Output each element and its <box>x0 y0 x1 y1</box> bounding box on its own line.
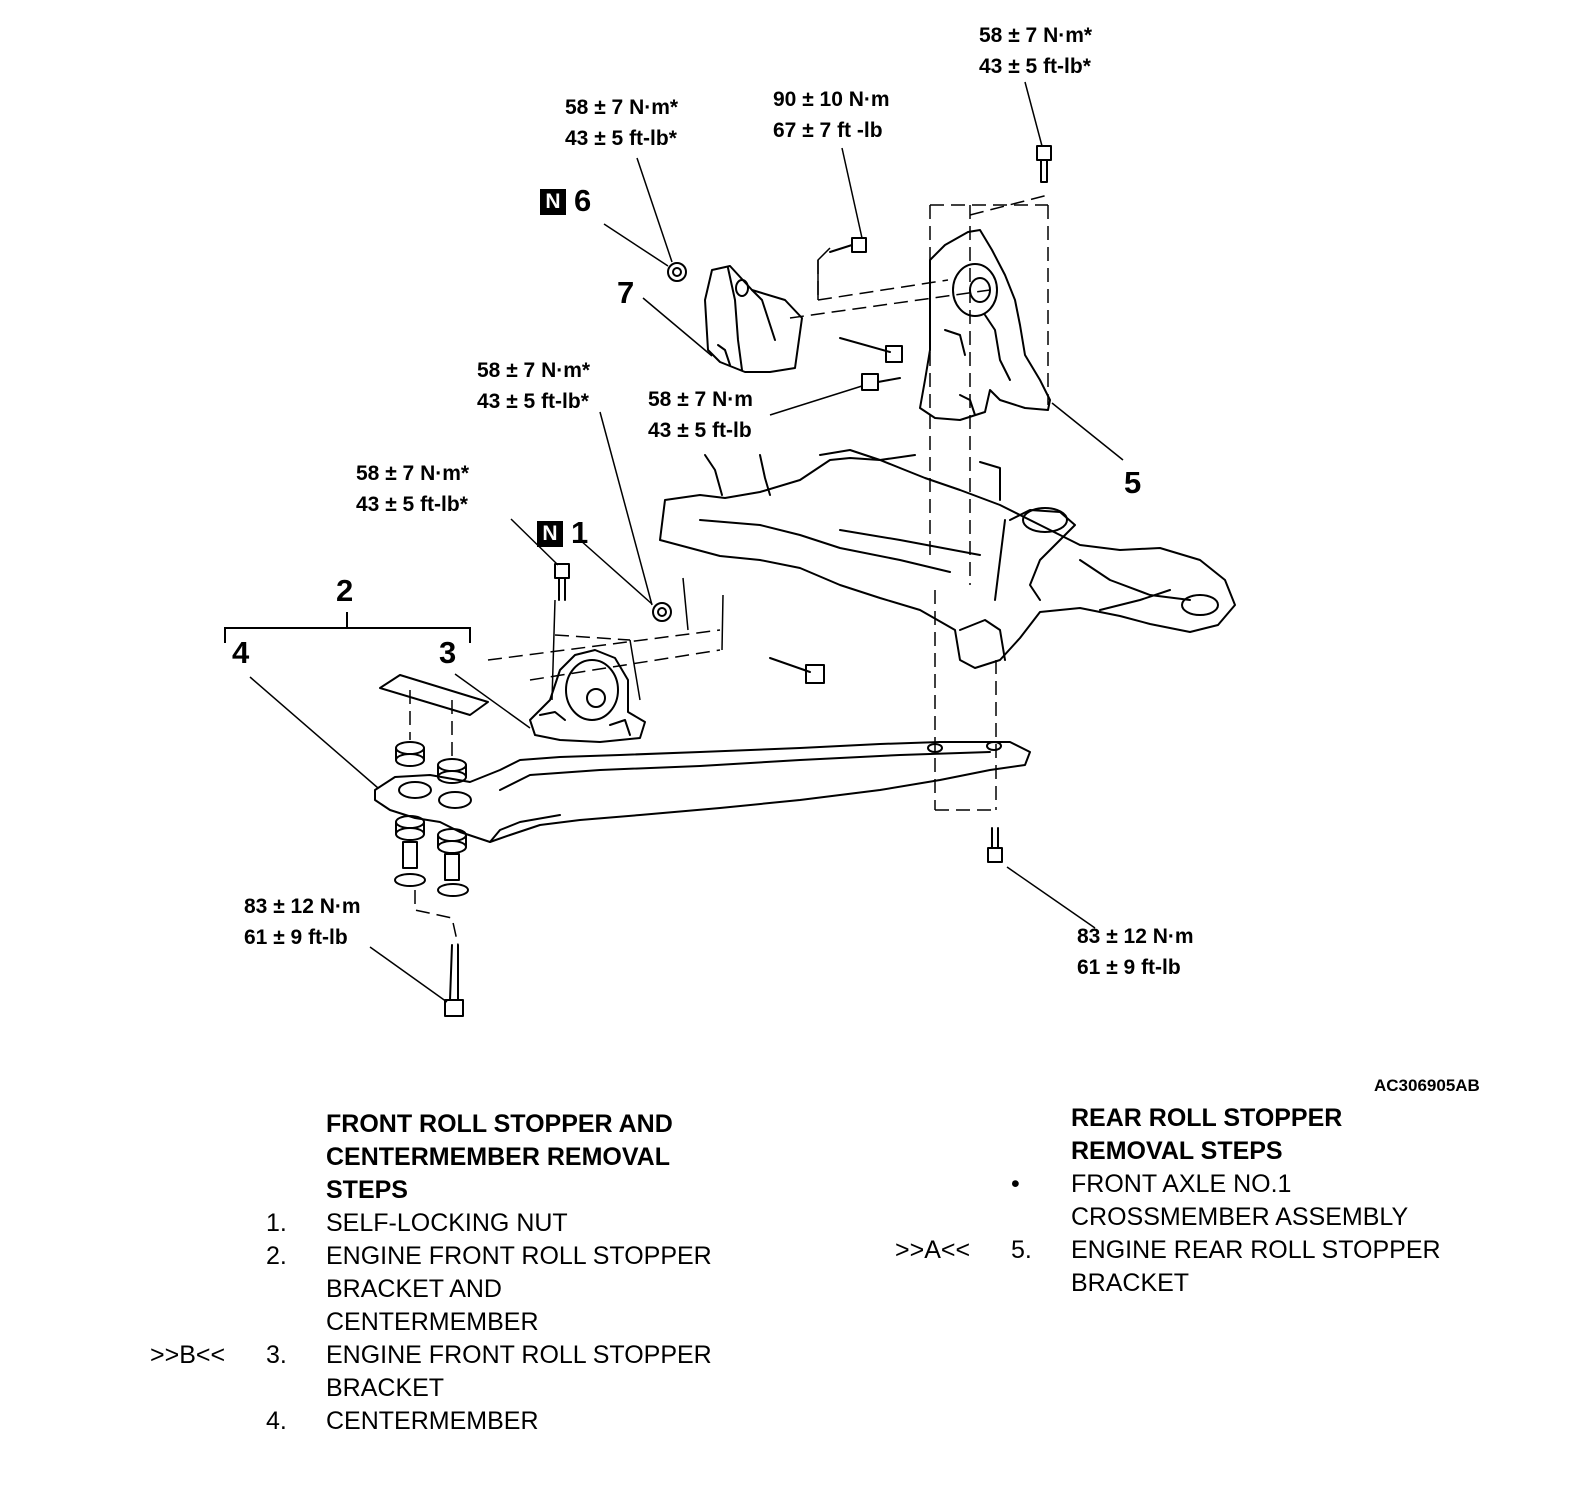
callout-2-bracket <box>224 612 471 643</box>
assembly-guide-lines <box>409 194 1049 946</box>
torque-label-bracket-nut: 58 ± 7 N·m*43 ± 5 ft-lb* <box>565 96 679 150</box>
front-roll-stopper-bracket <box>529 649 646 743</box>
front-step-1: 1. SELF-LOCKING NUT <box>266 1209 568 1237</box>
rear-roll-stopper-bracket <box>919 229 1051 421</box>
front-axle-crossmember <box>659 449 1236 669</box>
centermember-plate <box>379 674 489 716</box>
front-roll-stopper-nut-bracket <box>704 265 803 373</box>
rear-steps-heading: REAR ROLL STOPPER REMOVAL STEPS <box>1071 1104 1343 1165</box>
n-badge: N <box>540 189 566 215</box>
callout-2: 2 <box>336 573 354 608</box>
callout-5: 5 <box>1124 465 1142 500</box>
front-step-4: 4. CENTERMEMBER <box>266 1407 539 1435</box>
leader-lines <box>249 81 1124 1003</box>
n-badge: N <box>537 521 563 547</box>
service-point-b: >>B<< <box>150 1341 226 1369</box>
front-step-3: >>B<< 3. ENGINE FRONT ROLL STOPPER BRACK… <box>150 1341 712 1402</box>
figure-id: AC306905AB <box>1374 1076 1480 1095</box>
front-steps-heading: FRONT ROLL STOPPER AND CENTERMEMBER REMO… <box>326 1110 673 1204</box>
front-step-2: 2. ENGINE FRONT ROLL STOPPER BRACKET AND… <box>266 1242 712 1336</box>
centermember <box>374 741 1031 843</box>
assembly-solid-lines <box>551 247 831 701</box>
front-removal-steps: FRONT ROLL STOPPER AND CENTERMEMBER REMO… <box>150 1108 810 1438</box>
rear-removal-steps: REAR ROLL STOPPER REMOVAL STEPS • FRONT … <box>895 1102 1555 1300</box>
callout-7: 7 <box>617 275 635 310</box>
callout-3: 3 <box>439 635 457 670</box>
rear-step-crossmember: • FRONT AXLE NO.1 CROSSMEMBER ASSEMBLY <box>1011 1170 1409 1231</box>
torque-label-front-stopper-bolt: 58 ± 7 N·m*43 ± 5 ft-lb* <box>356 462 470 516</box>
torque-label-rear-stopper-top: 58 ± 7 N·m*43 ± 5 ft-lb* <box>979 24 1093 78</box>
fasteners <box>444 145 1052 1017</box>
torque-label-front-stopper-nut: 58 ± 7 N·m*43 ± 5 ft-lb* <box>477 359 591 413</box>
service-point-a: >>A<< <box>895 1236 971 1264</box>
callout-4: 4 <box>232 635 250 670</box>
rear-step-5: >>A<< 5. ENGINE REAR ROLL STOPPER BRACKE… <box>895 1236 1441 1297</box>
centermember-bushings <box>394 741 469 897</box>
exploded-view-drawing <box>224 81 1236 1017</box>
